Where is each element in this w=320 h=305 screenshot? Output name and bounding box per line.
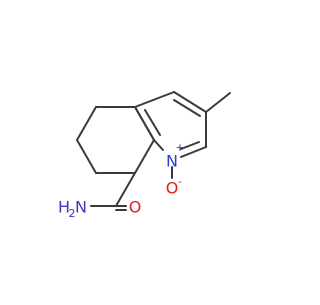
- bond-c4-c3: [173, 91, 207, 113]
- amide-subscript-label: 2: [69, 207, 76, 220]
- bond-c8a-n1: [153, 139, 164, 151]
- ring-nitrogen-label: N: [166, 152, 178, 171]
- molecule-diagram: N + O - O H 2 N: [58, 91, 231, 220]
- bond-c4a-c4: [134, 91, 175, 108]
- bond-c8-amide-c: [115, 172, 136, 207]
- oxide-oxygen-charge: -: [178, 175, 182, 188]
- bond-c2-n1-double: [180, 141, 200, 150]
- bond-c2-n1: [180, 146, 207, 158]
- bond-c5-c6: [76, 106, 97, 141]
- bond-c8a-c4a-double: [144, 109, 161, 136]
- bond-c6-c7: [76, 139, 97, 174]
- structure-svg: N + O - O H 2 N: [58, 91, 231, 220]
- oxide-oxygen-label: O: [166, 179, 179, 198]
- bond-lines: [76, 91, 231, 211]
- amide-hydrogen-label: H: [58, 198, 70, 217]
- carbonyl-oxygen-label: O: [129, 198, 142, 217]
- bond-c4-c3-double: [173, 99, 201, 117]
- bond-methyl: [205, 92, 231, 113]
- ring-nitrogen-charge: +: [175, 141, 184, 154]
- amide-nitrogen-label: N: [75, 198, 87, 217]
- bond-c8-c8a: [134, 139, 155, 174]
- bond-ring-fusion: [134, 106, 155, 141]
